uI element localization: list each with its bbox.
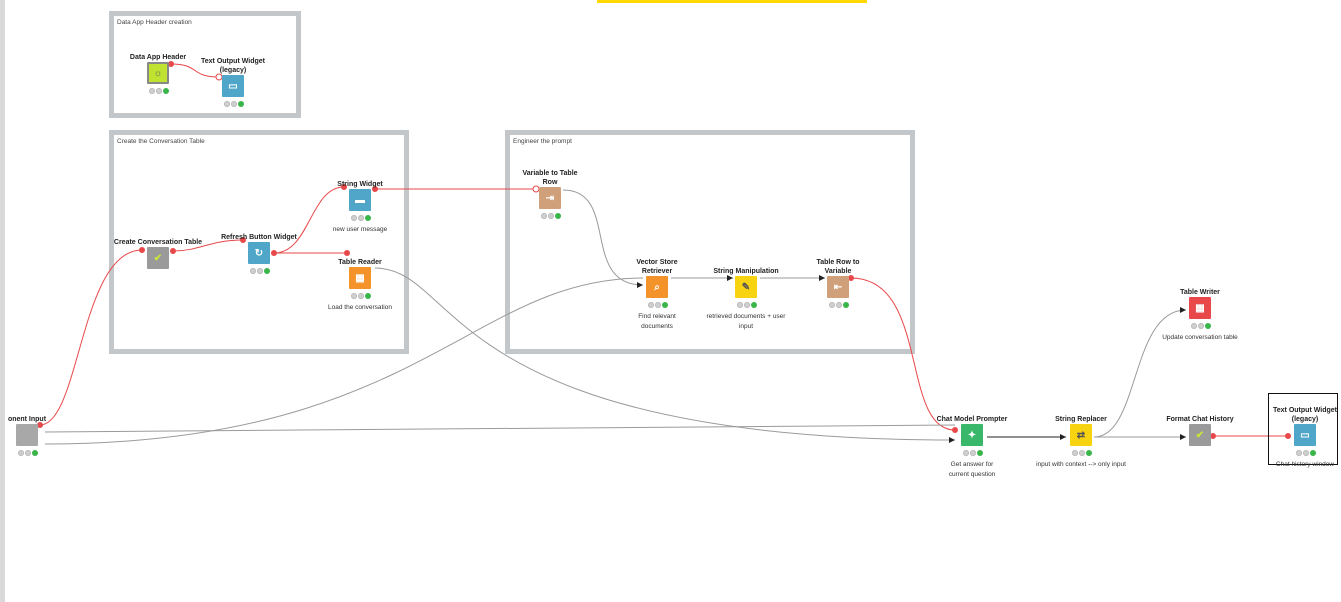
workflow-top-accent [597, 0, 867, 3]
node-status [351, 293, 371, 299]
node-table-row-to-variable[interactable]: Table Row to Variable ⇤ [793, 238, 883, 338]
connection-data[interactable] [562, 189, 644, 286]
node-vector-store-retriever[interactable]: Vector Store Retriever ⌕ Find relevant d… [612, 238, 702, 338]
string-manipulation-icon[interactable]: ✎ [735, 276, 757, 298]
node-string-manipulation[interactable]: String Manipulation ✎ retrieved document… [701, 238, 791, 338]
node-title: Variable to Table Row [522, 170, 578, 186]
node-status [1191, 323, 1211, 329]
connection-flow[interactable] [172, 239, 244, 252]
connection-data[interactable] [1093, 309, 1187, 438]
node-format-chat-history[interactable]: Format Chat History ✔ [1155, 386, 1245, 486]
node-status [18, 450, 38, 456]
node-title: Refresh Button Widget [221, 234, 297, 241]
check-icon[interactable]: ✔ [1189, 424, 1211, 446]
node-status [1296, 450, 1316, 456]
retriever-icon[interactable]: ⌕ [646, 276, 668, 298]
connection-flow[interactable] [850, 277, 956, 431]
node-description: new user message [332, 226, 388, 233]
connection-data[interactable] [374, 267, 956, 441]
connection-data[interactable] [44, 277, 644, 445]
node-string-widget[interactable]: String Widget ▬ new user message [315, 151, 405, 251]
node-component-input[interactable]: onent Input [0, 386, 72, 486]
node-create-conversation-table[interactable]: Create Conversation Table ✔ [113, 209, 203, 309]
node-text-output-widget-1[interactable]: Text Output Widget (legacy) ▭ [188, 37, 278, 137]
node-title: Text Output Widget (legacy) [201, 58, 265, 74]
node-title: String Widget [337, 181, 383, 188]
table-reader-icon[interactable]: ▦ [349, 267, 371, 289]
node-title: Table Row to Variable [816, 259, 860, 275]
node-status [541, 213, 561, 219]
node-title: Text Output Widget (legacy) [1273, 407, 1337, 423]
node-string-replacer[interactable]: String Replacer ⇄ input with context -->… [1036, 386, 1126, 486]
node-status [351, 215, 371, 221]
node-table-writer[interactable]: Table Writer ▦ Update conversation table [1155, 259, 1245, 359]
text-output-icon[interactable]: ▭ [222, 75, 244, 97]
node-variable-to-table-row[interactable]: Variable to Table Row ⇥ [505, 149, 595, 249]
node-status [963, 450, 983, 456]
annotation-data-app-header[interactable]: Data App Header creation [109, 11, 301, 118]
node-status [250, 268, 270, 274]
node-title: String Replacer [1055, 416, 1107, 423]
row-to-variable-icon[interactable]: ⇤ [827, 276, 849, 298]
node-title: onent Input [7, 416, 47, 423]
variable-to-row-icon[interactable]: ⇥ [539, 187, 561, 209]
node-text-output-widget-2[interactable]: Text Output Widget (legacy) ▭ Chat histo… [1260, 386, 1341, 486]
canvas-left-edge [0, 0, 5, 602]
node-description: retrieved documents + user input [706, 313, 786, 330]
node-title: Table Reader [338, 259, 382, 266]
node-chat-model-prompter[interactable]: Chat Model Prompter ✦ Get answer for cur… [927, 386, 1017, 486]
check-icon[interactable]: ✔ [147, 247, 169, 269]
node-title: Vector Store Retriever [636, 259, 678, 275]
string-replacer-icon[interactable]: ⇄ [1070, 424, 1092, 446]
text-output-icon[interactable]: ▭ [1294, 424, 1316, 446]
node-data-app-header[interactable]: Data App Header ☼ [113, 24, 203, 124]
annotation-title: Engineer the prompt [513, 138, 572, 145]
node-title: Data App Header [129, 54, 187, 61]
connection-flow[interactable] [39, 249, 143, 426]
connection-data[interactable] [44, 424, 956, 433]
data-app-header-icon[interactable]: ☼ [147, 62, 169, 84]
annotation-title: Create the Conversation Table [117, 138, 205, 145]
connection-flow[interactable] [170, 63, 220, 78]
node-description: Load the conversation [328, 304, 392, 311]
table-writer-icon[interactable]: ▦ [1189, 297, 1211, 319]
connection-flow[interactable] [273, 186, 345, 254]
annotation-title: Data App Header creation [117, 19, 192, 26]
node-status [737, 302, 757, 308]
component-input-icon[interactable] [16, 424, 38, 446]
node-status [149, 88, 169, 94]
node-description: input with context --> only input [1036, 461, 1126, 468]
node-description: Find relevant documents [638, 313, 676, 330]
selected-node-frame [1268, 393, 1338, 465]
node-table-reader[interactable]: Table Reader ▦ Load the conversation [315, 229, 405, 329]
node-status [224, 101, 244, 107]
node-status [829, 302, 849, 308]
node-title: Table Writer [1180, 289, 1220, 296]
node-description: Update conversation table [1162, 334, 1238, 341]
node-title: Chat Model Prompter [936, 416, 1008, 423]
annotation-engineer-prompt[interactable]: Engineer the prompt [505, 130, 915, 354]
node-status [1072, 450, 1092, 456]
node-description: Chat history window [1275, 461, 1335, 468]
node-title: Create Conversation Table [113, 239, 203, 246]
chat-model-icon[interactable]: ✦ [961, 424, 983, 446]
node-refresh-button-widget[interactable]: Refresh Button Widget ↻ [214, 204, 304, 304]
node-title: Format Chat History [1166, 416, 1234, 423]
refresh-icon[interactable]: ↻ [248, 242, 270, 264]
node-status [648, 302, 668, 308]
node-title: String Manipulation [713, 268, 779, 275]
node-description: Get answer for current question [948, 461, 996, 478]
string-widget-icon[interactable]: ▬ [349, 189, 371, 211]
